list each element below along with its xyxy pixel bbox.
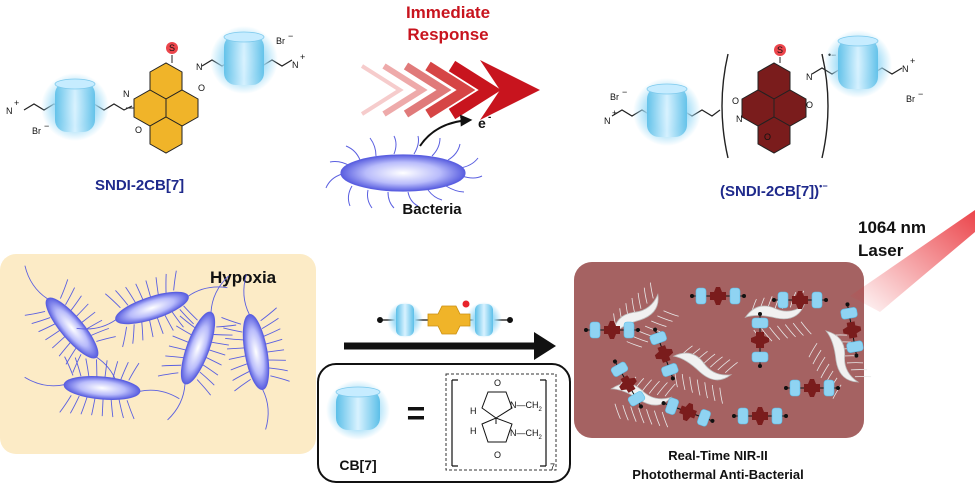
glycoluril-nch2-bottom: N—CH2: [510, 428, 543, 441]
reduced-complex-7: [840, 302, 864, 358]
glycoluril-structure: O O H H N—CH2 N—CH2 7: [445, 373, 557, 472]
sulfur-atom: S: [169, 43, 175, 53]
fast-chevron-arrow: [360, 60, 540, 120]
glycoluril-nch2-top: N—CH2: [510, 400, 543, 413]
reduced-complex-3: [690, 287, 746, 305]
sulfur-marker: [166, 42, 178, 54]
glycoluril-oxygen-bottom: O: [494, 450, 501, 460]
cb7-ring-left: [41, 73, 109, 141]
glycoluril-hydrogen-bottom: H: [470, 426, 477, 436]
reduced-complex-9: [732, 407, 788, 425]
reduced-complex-1: [584, 321, 640, 339]
radical-bromide-left: Br: [610, 92, 619, 102]
radical-bromide-right: Br: [906, 94, 915, 104]
glycoluril-oxygen-top: O: [494, 378, 501, 388]
radical-ammonium-right-charge: +: [910, 56, 915, 66]
radical-ammonium-right: N: [902, 64, 909, 74]
reduced-complex-5: [772, 291, 828, 309]
bacteria-label: Bacteria: [402, 201, 462, 218]
bromide-left-charge: −: [44, 121, 49, 131]
radical-ammonium-left: N: [604, 116, 611, 126]
oxygen-bottom: O: [135, 125, 142, 135]
reduced-complex-4: [751, 312, 769, 368]
oxygen-right: O: [198, 83, 205, 93]
radical-anion-molecule: N + Br − •− S N O O N O N + Br −: [604, 30, 923, 159]
ndi-core-reduced: [741, 62, 807, 154]
bacterium-1: [24, 265, 120, 391]
electron-transfer-arrow: [419, 114, 473, 147]
cb7-ring-right: [210, 26, 278, 94]
radical-oxygen-right: O: [806, 100, 813, 110]
electron-label: e: [478, 115, 486, 131]
reduced-complex-10: [610, 359, 646, 409]
radical-oxygen-left: O: [732, 96, 739, 106]
bacterium-4: [24, 356, 180, 420]
mini-sndi-icon: [377, 300, 513, 338]
hypoxia-label: Hypoxia: [210, 268, 277, 287]
cb7-ring-radical-left: [633, 78, 701, 146]
laser-label-type: Laser: [858, 241, 904, 260]
radical-oxygen-bottom: O: [764, 132, 771, 142]
ammonium-right: N: [292, 60, 299, 70]
nitrogen-top: N: [196, 62, 203, 72]
bacterium-3: [157, 275, 237, 421]
laser-beam: [850, 210, 975, 312]
radical-nitrogen-top: N: [806, 72, 813, 82]
sndi-label: SNDI-2CB[7]: [95, 177, 184, 194]
caption-line-1: Real-Time NIR-II: [668, 448, 767, 463]
radical-sulfur-atom: S: [777, 45, 783, 55]
ammonium-left: N: [6, 106, 13, 116]
bromide-left: Br: [32, 126, 41, 136]
reduced-complex-6: [784, 379, 840, 397]
cb7-legend-icon: [326, 380, 390, 440]
glycoluril-hydrogen-top: H: [470, 406, 477, 416]
immediate-label: Immediate: [406, 3, 490, 22]
radical-bromide-left-charge: −: [622, 87, 627, 97]
cb7-ring-radical-right: [824, 30, 892, 98]
laser-label-wavelength: 1064 nm: [858, 218, 926, 237]
reduced-complex-8: [661, 397, 715, 427]
electron-charge: -: [488, 112, 491, 123]
repeat-count: 7: [550, 462, 555, 472]
radical-label: (SNDI-2CB[7])•−: [720, 181, 828, 200]
bracket-left: [721, 53, 729, 159]
equals-sign: =: [407, 395, 426, 431]
nitrogen-left: N: [123, 89, 130, 99]
reaction-arrow-head: [534, 332, 556, 360]
bacterium-2: [76, 270, 228, 348]
radical-sulfur-marker: [774, 44, 786, 56]
radical-ammonium-left-charge: +: [612, 108, 617, 118]
cb7-label: CB[7]: [339, 457, 376, 473]
ammonium-right-charge: +: [300, 52, 305, 62]
sndi-molecule: N + Br − S N O N O N + Br −: [6, 26, 305, 154]
bacteria-cluster: [24, 265, 290, 430]
bacterium-5: [221, 274, 290, 430]
bacterium-icon: [325, 135, 483, 209]
reduced-complex-2: [649, 327, 679, 381]
reduced-complex-cluster: [584, 287, 864, 427]
radical-bromide-right-charge: −: [918, 89, 923, 99]
bromide-right: Br: [276, 36, 285, 46]
response-label: Response: [407, 25, 488, 44]
damaged-bacterium-2: [672, 345, 738, 404]
radical-nitrogen-left: N: [736, 114, 743, 124]
bromide-right-charge: −: [288, 31, 293, 41]
caption-line-2: Photothermal Anti-Bacterial: [632, 467, 803, 482]
hypoxia-panel: [0, 254, 316, 454]
ammonium-left-charge: +: [14, 98, 19, 108]
ndi-core-neutral: [126, 62, 199, 154]
